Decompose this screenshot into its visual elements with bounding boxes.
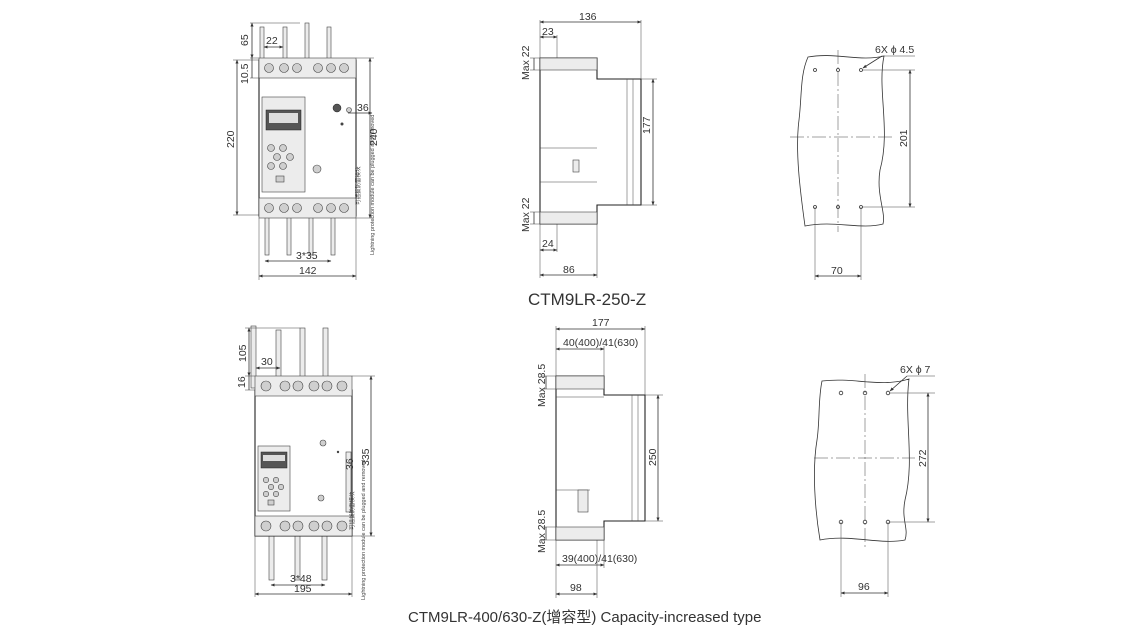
top-mount-view: 6X ϕ 4.5 201 70 [790,44,915,280]
dim-bside-40: 40(400)/41(630) [563,337,638,349]
bottom-mount-view: 6X ϕ 7 272 96 [814,364,935,597]
dim-bot-3x48: 3*48 [290,573,312,585]
dim-top-142: 142 [299,265,317,277]
mount-bot-272: 272 [917,449,929,467]
dim-top-240: 240 [368,128,380,146]
dim-side-max-top: Max 22 [520,45,532,80]
mount-bot-96: 96 [858,581,870,593]
top-front-controller-panel [261,96,306,193]
bottom-front-view: 可插拔防雷模块 Lightning protection module can … [236,325,375,600]
top-side-view: 136 23 Max 22 177 Max 22 24 86 [520,11,657,278]
bottom-front-controller-panel [257,445,291,512]
dim-bot-30: 30 [261,356,273,368]
dim-bside-177: 177 [592,317,610,329]
top-front-upper-terminals [258,57,357,79]
dim-side-86: 86 [563,264,575,276]
bottom-front-dimensions: 105 30 16 335 36 3*48 195 [236,327,375,597]
dim-side-23: 23 [542,26,554,38]
bottom-side-dimensions: 177 40(400)/41(630) Max 28.5 250 Max 28.… [536,317,663,598]
mount-top-201: 201 [898,129,910,147]
dim-top-22: 22 [266,35,278,47]
dim-bot-105: 105 [237,344,249,362]
dim-bside-max-top: Max 28.5 [536,364,548,407]
dim-bot-16: 16 [236,376,248,388]
dim-bside-39: 39(400)/41(630) [562,553,637,565]
top-front-indicator [332,103,342,113]
top-side-dimensions: 136 23 Max 22 177 Max 22 24 86 [520,11,657,278]
top-front-module-label-en: Lightning protection module can be plugg… [370,115,376,255]
dim-top-3x35: 3*35 [296,250,318,262]
caption-top: CTM9LR-250-Z [528,290,646,309]
top-front-module-label: 可插拔防雷模块 [354,166,362,205]
dim-side-177: 177 [641,116,653,134]
dim-bot-36: 36 [344,458,356,470]
dim-top-220: 220 [225,130,237,148]
bottom-front-lower-terminals [254,515,353,537]
top-front-dimensions: 65 22 10.5 220 240 36 3*35 142 [225,22,380,280]
bottom-front-module-label: 可插拔防雷模块 [348,491,356,530]
dim-side-24: 24 [542,238,554,250]
dim-bside-98: 98 [570,582,582,594]
caption-bottom: CTM9LR-400/630-Z(增容型) Capacity-increased… [408,609,761,626]
dim-top-65: 65 [239,34,251,46]
dim-bside-250: 250 [647,448,659,466]
dim-side-136: 136 [579,11,597,23]
dim-bot-195: 195 [294,583,312,595]
bottom-front-module-label-en: Lightning protection module can be plugg… [361,460,367,600]
mount-top-70: 70 [831,265,843,277]
mount-top-holes: 6X ϕ 4.5 [875,44,914,56]
top-front-view: 可插拔防雷模块 Lightning protection module can … [225,22,380,280]
bottom-breaker-body [254,389,353,537]
dim-top-36: 36 [357,102,369,114]
dim-side-max-bot: Max 22 [520,197,532,232]
bottom-front-busbars [250,325,329,581]
dim-bside-max-bot: Max 28.5 [536,510,548,553]
dim-bot-335: 335 [360,448,372,466]
top-front-lower-terminals [258,197,357,219]
bottom-front-upper-terminals [254,375,353,397]
top-front-test-button [312,164,322,174]
dim-top-10-5: 10.5 [239,63,251,84]
bottom-side-view: 177 40(400)/41(630) Max 28.5 250 Max 28.… [536,317,663,598]
mount-bot-holes: 6X ϕ 7 [900,364,931,376]
